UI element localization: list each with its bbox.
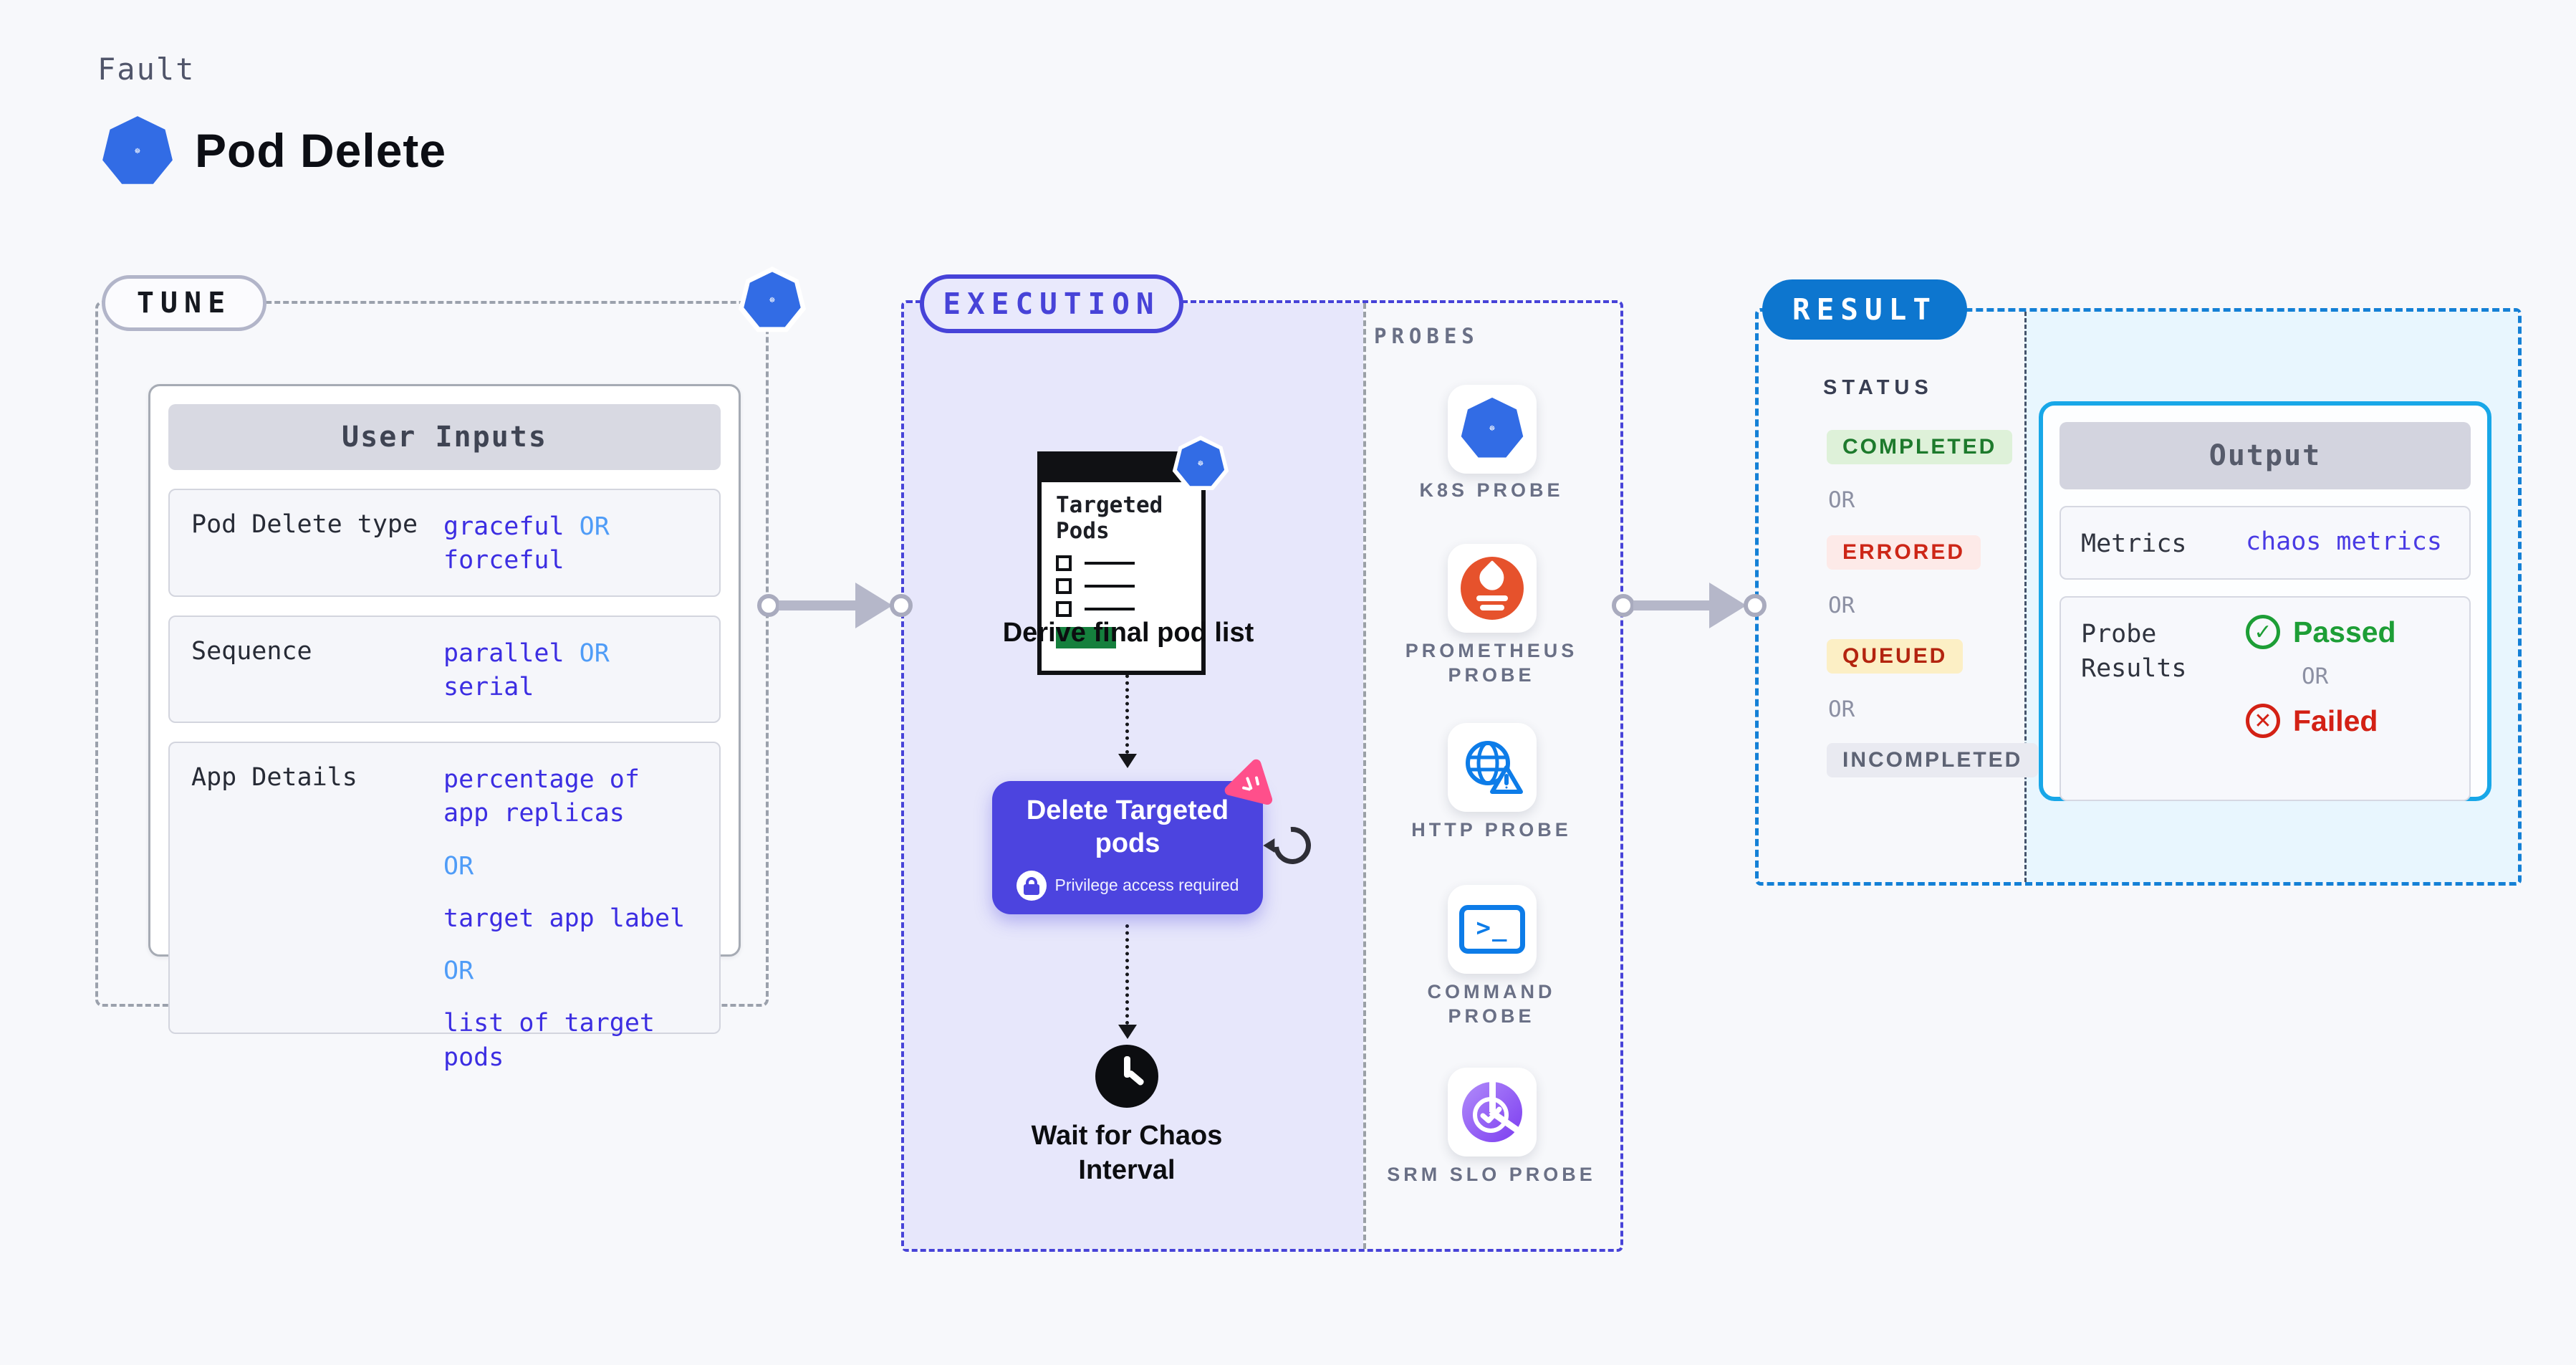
probe-label: K8S PROBE [1419,479,1564,501]
result-pill: RESULT [1762,279,1967,340]
arrow-execution-to-result [1612,583,1767,628]
arrow-tune-to-execution [757,583,913,628]
prometheus-icon [1461,557,1524,620]
status-badge-queued: QUEUED [1827,639,1964,674]
delete-targeted-pods-node: Delete Targeted pods Privilege access re… [992,781,1263,914]
checklist-row [1056,555,1201,572]
input-row-app-details: App Details percentage of app replicas O… [168,742,721,1072]
kubernetes-icon: ☸ [1459,396,1525,462]
page-title: Pod Delete [195,124,447,177]
srm-slo-probe-card [1448,1068,1537,1156]
checklist-row [1056,601,1201,618]
or-separator: OR [443,957,474,985]
result-divider [2024,312,2027,882]
fault-eyebrow-label: Fault [97,52,196,87]
row-label: Pod Delete type [191,510,418,539]
failed-option: ✕ Failed [2246,704,2396,739]
input-row-sequence: Sequence parallel OR serial [168,615,721,723]
derive-pod-list-caption: Derive final pod list [1002,618,1254,648]
kubernetes-badge-icon: ☸ [1172,436,1229,493]
or-separator: OR [1828,487,1855,513]
status-badge-incompleted: INCOMPLETED [1827,743,2039,777]
wait-clock-icon [1095,1045,1158,1108]
tune-pill: TUNE [102,275,266,331]
checklist-row [1056,578,1201,595]
or-separator: OR [2302,664,2329,690]
checkbox-icon [1056,601,1072,618]
wait-chaos-interval-caption: Wait for Chaos Interval [1031,1121,1223,1185]
flow-arrowhead [1118,754,1137,768]
prometheus-probe-card [1448,544,1537,633]
flow-connector [1125,924,1129,1025]
command-probe-card: >_ [1448,885,1537,974]
passed-option: ✓ Passed [2246,615,2396,650]
probe-results-options: ✓ Passed OR ✕ Failed [2246,615,2396,782]
http-probe-card [1448,723,1537,812]
checkbox-icon [1056,555,1072,572]
arrowhead [1709,583,1746,628]
flow-arrowhead [1118,1025,1137,1039]
targeted-pods-checklist-icon: Targeted Pods [1037,451,1206,675]
value-option: target app label [443,904,686,933]
chaos-pink-badge-icon [1221,753,1282,814]
status-badge-errored: ERRORED [1827,535,1981,570]
connector-dot [890,594,913,617]
row-label: Metrics [2081,530,2187,558]
row-label: App Details [191,763,357,792]
connector-dot [1612,594,1635,617]
execution-pill: EXECUTION [920,274,1183,333]
privilege-note: Privilege access required [1016,870,1239,901]
value-option: list of target pods [443,1009,655,1072]
x-circle-icon: ✕ [2246,704,2280,739]
row-label: Probe Results [2081,620,2187,683]
metrics-value: chaos metrics [2246,527,2442,556]
value-option: percentage of app replicas [443,765,640,828]
status-title: STATUS [1823,376,1933,399]
input-row-pod-delete-type: Pod Delete type graceful OR forceful [168,489,721,597]
probe-label: SRM SLO PROBE [1387,1164,1596,1185]
probe-results-row: Probe Results ✓ Passed OR ✕ Failed [2060,596,2471,802]
or-separator: OR [443,851,474,881]
connector-dot [757,594,780,617]
slo-pie-icon [1462,1081,1522,1142]
check-circle-icon: ✓ [2246,615,2280,650]
user-inputs-title: User Inputs [168,404,721,470]
probes-title: PROBES [1374,324,1479,348]
or-separator: OR [1828,696,1855,722]
row-value: graceful OR forceful [443,512,610,575]
node-title: Delete Targeted pods [1026,795,1229,858]
probes-divider [1363,303,1366,1249]
output-card: Output Metrics chaos metrics Probe Resul… [2039,401,2491,802]
terminal-icon: >_ [1459,905,1525,954]
row-label: Sequence [191,636,312,666]
row-value: parallel OR serial [443,638,610,701]
tune-section: TUNE User Inputs Pod Delete type gracefu… [95,275,769,1072]
arrowhead [855,583,893,628]
status-badge-completed: COMPLETED [1827,430,2013,464]
document-title: Targeted Pods [1056,492,1163,544]
http-globe-icon [1466,741,1523,794]
user-inputs-card: User Inputs Pod Delete type graceful OR … [148,384,741,1072]
kubernetes-corner-icon: ☸ [738,267,807,335]
kubernetes-logo-icon: ☸ [100,115,175,189]
lock-icon [1016,870,1047,901]
checkbox-icon [1056,578,1072,595]
progress-bar-segment [1056,627,1116,649]
flow-connector [1125,661,1129,754]
or-separator: OR [1828,593,1855,618]
probe-label: PROMETHEUS PROBE [1405,640,1578,686]
probe-label: HTTP PROBE [1411,819,1572,840]
k8s-probe-card: ☸ [1448,385,1537,474]
row-value: percentage of app replicas OR target app… [443,760,698,1072]
output-title: Output [2060,422,2471,489]
connector-dot [1744,594,1767,617]
metrics-row: Metrics chaos metrics [2060,506,2471,580]
execution-flow-area [904,303,1363,1249]
probe-label: COMMAND PROBE [1427,981,1556,1027]
helm-wheel-glyph: ☸ [134,148,141,156]
